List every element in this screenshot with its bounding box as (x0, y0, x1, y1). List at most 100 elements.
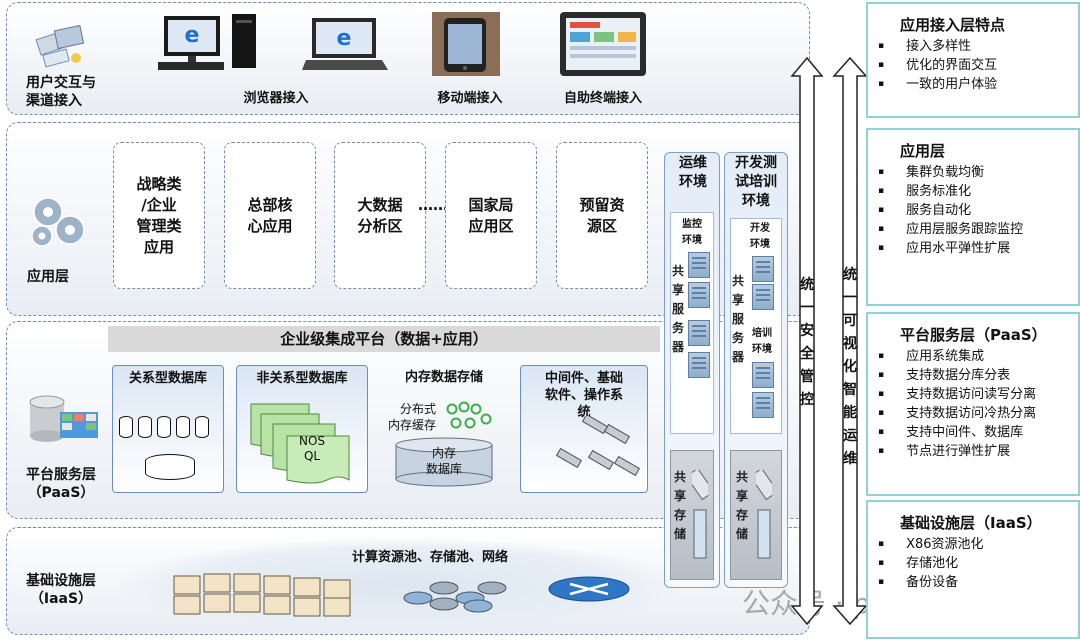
feature-item: 应用层服务跟踪监控 (878, 221, 1023, 240)
feature-item: 支持中间件、数据库 (878, 424, 1036, 443)
user-access-label: 用户交互与 渠道接入 (26, 75, 96, 109)
big-data-box: 大数据 分析区 (334, 142, 426, 289)
ops-shared-storage-label: 共享存储 (673, 470, 686, 541)
strategic-app-box: 战略类 /企业 管理类 应用 (113, 142, 205, 289)
browser-access-label: 浏览器接入 (243, 91, 309, 106)
reserved-resource-box: 预留资 源区 (556, 142, 648, 289)
storage-device-icon (749, 467, 779, 560)
reserved-resource-label: 预留资 源区 (579, 195, 625, 235)
feature-list: X86资源池化 存储池化 备份设备 (878, 536, 984, 593)
feature-item: 服务标准化 (878, 183, 1023, 202)
mobile-access-label: 移动端接入 (437, 91, 503, 106)
unified-ops-label: 统一可视化智能运维 (843, 267, 857, 467)
ops-env-title: 运维 环境 (679, 155, 707, 190)
laptop-icon: e (302, 16, 388, 74)
feature-panel-iaas: 基础设施层（IaaS） X86资源池化 存储池化 备份设备 (866, 500, 1080, 639)
memory-store-title: 内存数据存储 (404, 370, 483, 385)
feature-panel-application: 应用层 集群负载均衡 服务标准化 服务自动化 应用层服务跟踪监控 应用水平弹性扩… (866, 128, 1080, 306)
server-pool-icon (172, 568, 372, 618)
memory-db-cylinder (394, 437, 494, 487)
application-layer-label: 应用层 (27, 269, 69, 285)
feature-title: 应用接入层特点 (900, 16, 1006, 34)
paas-banner: 企业级集成平台（数据+应用） (108, 326, 660, 352)
server-rack-icon (688, 282, 710, 308)
server-rack-icon (752, 362, 774, 388)
devices-icon (34, 22, 90, 70)
ellipsis: …… (418, 196, 448, 214)
middleware-title: 中间件、基础 软件、操作系 统 (544, 371, 623, 420)
storage-device-icon (685, 467, 715, 560)
strategic-app-label: 战略类 /企业 管理类 应用 (136, 174, 182, 256)
feature-item: 服务自动化 (878, 202, 1023, 221)
ops-shared-servers-label: 共享服务器 (671, 264, 684, 354)
dev-shared-storage-label: 共享存储 (735, 470, 748, 541)
db-large-cylinder (145, 454, 195, 480)
nosql-db-title: 非关系型数据库 (256, 371, 348, 386)
iaas-resources-label: 计算资源池、存储池、网络 (352, 550, 509, 565)
feature-item: 节点进行弹性扩展 (878, 443, 1036, 462)
iaas-layer-label: 基础设施层 （IaaS） (26, 573, 96, 607)
security-double-arrow (790, 56, 824, 626)
dev-env-title: 开发测 试培训 环境 (735, 155, 777, 209)
feature-item: 备份设备 (878, 574, 984, 593)
database-stack-icon (26, 392, 102, 448)
dev-storage-box (730, 450, 782, 580)
server-rack-icon (688, 352, 710, 378)
relational-db-box: 关系型数据库 (112, 365, 224, 493)
feature-title: 基础设施层（IaaS） (900, 514, 1042, 532)
feature-list: 集群负载均衡 服务标准化 服务自动化 应用层服务跟踪监控 应用水平弹性扩展 (878, 164, 1023, 259)
feature-item: 优化的界面交互 (878, 57, 997, 76)
dev-shared-servers-label: 共享服务器 (731, 274, 744, 364)
db-cylinder (119, 416, 133, 438)
feature-list: 接入多样性 优化的界面交互 一致的用户体验 (878, 38, 997, 95)
feature-item: 应用系统集成 (878, 348, 1036, 367)
national-bureau-box: 国家局 应用区 (445, 142, 537, 289)
db-cylinder (138, 416, 152, 438)
user-access-layer (6, 2, 810, 115)
server-rack-icon (752, 284, 774, 310)
dev-env-sub-label: 开发 环境 (750, 223, 770, 250)
server-rack-icon (688, 320, 710, 346)
kiosk-access-label: 自助终端接入 (563, 91, 642, 106)
feature-item: 集群负载均衡 (878, 164, 1023, 183)
server-rack-icon (752, 256, 774, 282)
ops-storage-box (670, 450, 714, 580)
feature-item: 支持数据访问读写分离 (878, 386, 1036, 405)
training-env-label: 培训 环境 (752, 328, 772, 355)
ops-double-arrow (832, 56, 868, 626)
unified-security-label: 统一安全管控 (800, 277, 814, 408)
nosql-documents-icon (247, 398, 359, 488)
svg-text:e: e (185, 23, 200, 48)
cache-nodes-icon (446, 401, 492, 433)
server-rack-icon (688, 252, 710, 278)
feature-panel-paas: 平台服务层（PaaS） 应用系统集成 支持数据分库分表 支持数据访问读写分离 支… (866, 312, 1080, 496)
feature-item: 接入多样性 (878, 38, 997, 57)
db-cylinder (176, 416, 190, 438)
feature-title: 平台服务层（PaaS） (900, 326, 1047, 344)
svg-text:e: e (337, 26, 352, 51)
switches-icon (549, 413, 645, 488)
memory-store-area: 内存数据存储 分布式 内存缓存 内存 数据库 (380, 365, 508, 493)
gears-icon (26, 194, 92, 250)
feature-item: 存储池化 (878, 555, 984, 574)
hq-core-app-box: 总部核 心应用 (224, 142, 316, 289)
feature-item: 一致的用户体验 (878, 76, 997, 95)
big-data-label: 大数据 分析区 (357, 195, 403, 235)
feature-item: 支持数据访问冷热分离 (878, 405, 1036, 424)
memory-db-label: 内存 数据库 (425, 446, 462, 476)
paas-layer-label: 平台服务层 （PaaS） (26, 467, 96, 501)
network-router-icon (548, 576, 630, 602)
feature-panel-access: 应用接入层特点 接入多样性 优化的界面交互 一致的用户体验 (866, 2, 1080, 118)
kiosk-terminal-icon (560, 12, 646, 76)
server-rack-icon (752, 392, 774, 418)
distributed-cache-label: 分布式 内存缓存 (388, 402, 437, 432)
relational-db-title: 关系型数据库 (128, 371, 207, 386)
feature-item: 应用水平弹性扩展 (878, 240, 1023, 259)
feature-list: 应用系统集成 支持数据分库分表 支持数据访问读写分离 支持数据访问冷热分离 支持… (878, 348, 1036, 462)
feature-item: 支持数据分库分表 (878, 367, 1036, 386)
nosql-db-box: 非关系型数据库 NOS QL (236, 365, 368, 493)
feature-title: 应用层 (900, 142, 946, 160)
monitor-env-label: 监控 环境 (682, 219, 702, 246)
db-cylinder (195, 416, 209, 438)
storage-pool-icon (400, 574, 510, 614)
